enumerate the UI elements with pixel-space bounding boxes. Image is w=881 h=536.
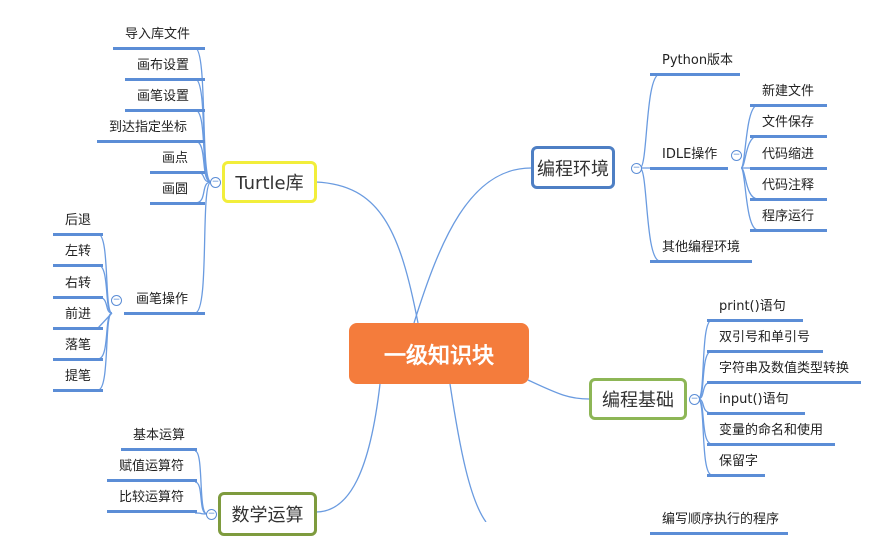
central-topic[interactable]: 一级知识块 (349, 323, 529, 384)
subtopic[interactable]: 双引号和单引号 (707, 330, 823, 353)
topic-label: Turtle库 (235, 173, 304, 194)
topic-programming-env[interactable]: 编程环境 (531, 146, 615, 189)
subtopic[interactable]: 其他编程环境 (650, 240, 752, 263)
subtopic[interactable]: input()语句 (707, 392, 805, 415)
subtopic[interactable]: 字符串及数值类型转换 (707, 361, 861, 384)
subtopic[interactable]: 画笔操作 (124, 292, 205, 315)
subtopic[interactable]: 右转 (53, 276, 103, 299)
topic-label: 编程环境 (537, 158, 609, 180)
subtopic[interactable]: IDLE操作 (650, 147, 728, 170)
subtopic[interactable]: 画布设置 (125, 58, 205, 81)
topic-math[interactable]: 数学运算 (218, 492, 317, 536)
subtopic[interactable]: print()语句 (707, 299, 803, 322)
collapse-toggle-icon[interactable]: − (689, 394, 700, 405)
collapse-toggle-icon[interactable]: − (210, 177, 221, 188)
subtopic[interactable]: 提笔 (53, 369, 103, 392)
subtopic[interactable]: 文件保存 (750, 115, 827, 138)
topic-turtle[interactable]: Turtle库 (222, 161, 317, 203)
subtopic[interactable]: 落笔 (53, 338, 103, 361)
subtopic[interactable]: 代码注释 (750, 178, 827, 201)
subtopic[interactable]: 基本运算 (121, 428, 197, 451)
subtopic[interactable]: 到达指定坐标 (97, 120, 205, 143)
subtopic[interactable]: 导入库文件 (113, 27, 205, 50)
subtopic[interactable]: 变量的命名和使用 (707, 423, 835, 446)
subtopic[interactable]: 画圆 (150, 182, 205, 205)
subtopic[interactable]: 比较运算符 (107, 490, 197, 513)
collapse-toggle-icon[interactable]: − (731, 150, 742, 161)
subtopic[interactable]: 代码缩进 (750, 147, 827, 170)
subtopic[interactable]: 后退 (53, 213, 103, 236)
subtopic[interactable]: 赋值运算符 (107, 459, 197, 482)
topic-label: 编程基础 (602, 390, 674, 411)
collapse-toggle-icon[interactable]: − (111, 295, 122, 306)
subtopic[interactable]: 画笔设置 (125, 89, 205, 112)
subtopic[interactable]: 保留字 (707, 454, 765, 477)
subtopic[interactable]: 前进 (53, 307, 103, 330)
topic-programming-basics[interactable]: 编程基础 (589, 378, 687, 420)
collapse-toggle-icon[interactable]: − (206, 509, 217, 520)
central-topic-label: 一级知识块 (383, 343, 494, 369)
subtopic[interactable]: 编写顺序执行的程序 (650, 512, 788, 535)
subtopic[interactable]: Python版本 (650, 53, 740, 76)
collapse-toggle-icon[interactable]: − (631, 163, 642, 174)
topic-label: 数学运算 (231, 505, 304, 526)
subtopic[interactable]: 画点 (150, 151, 205, 174)
subtopic[interactable]: 新建文件 (750, 84, 827, 107)
subtopic[interactable]: 左转 (53, 244, 103, 267)
subtopic[interactable]: 程序运行 (750, 209, 827, 232)
